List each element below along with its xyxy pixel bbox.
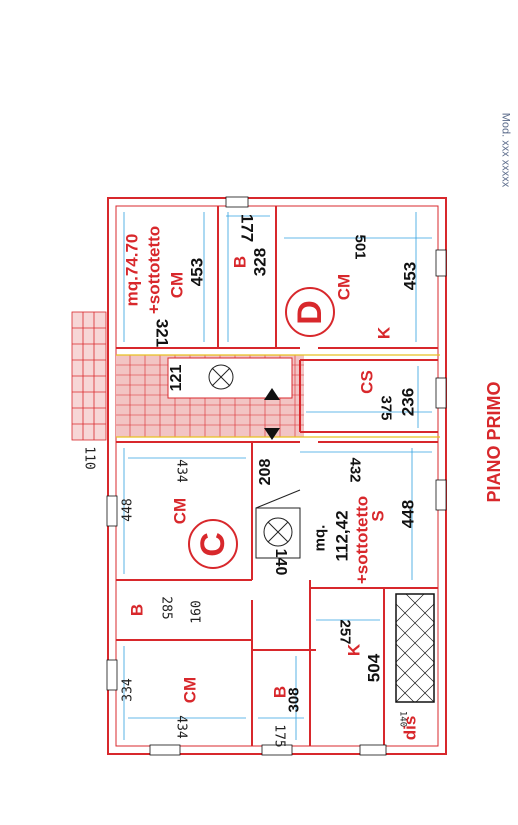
room-c-cm1: CM [170, 497, 190, 525]
dim-175: 175 [271, 724, 287, 748]
dim-434-top: 434 [173, 459, 189, 483]
dim-177: 177 [237, 213, 257, 243]
room-c-cm2: CM [180, 676, 200, 704]
room-b-label: B [230, 255, 250, 269]
dim-160: 160 [189, 600, 205, 624]
room-d-cm2: CM [334, 273, 354, 301]
edge-text: Mod. xxx xxxxx [499, 112, 512, 188]
room-cm-label: CM [167, 271, 187, 299]
room-c-b1: B [127, 603, 147, 617]
room-c-k: K [344, 643, 364, 657]
windows [106, 196, 447, 756]
dim-334: 334 [120, 678, 136, 702]
crosshatch-block [395, 593, 435, 703]
drawing-title: PIANO PRIMO [484, 381, 504, 503]
room-k-size: 453 [400, 261, 420, 291]
dim-375: 375 [377, 395, 395, 421]
room-c-k-size: 504 [364, 653, 384, 683]
dim-434-bottom: 434 [173, 715, 189, 739]
unit-d-attic: +sottotetto [144, 225, 164, 315]
room-c-s-size: 448 [398, 499, 418, 529]
dim-321: 321 [152, 318, 172, 348]
stair-arrows [264, 388, 280, 440]
dim-110: 110 [81, 446, 97, 470]
dim-208: 208 [257, 458, 274, 486]
room-k-label: K [374, 326, 394, 340]
room-cm-size: 453 [187, 257, 207, 287]
dim-285: 285 [158, 596, 174, 620]
stair-dim: 121 [168, 364, 185, 392]
unit-d-area: mq.74.70 [122, 233, 142, 307]
terrace-hatch [71, 311, 107, 441]
room-b-size: 328 [250, 247, 270, 277]
unit-c-badge: C [188, 519, 238, 569]
room-cs-size: 236 [398, 387, 418, 417]
unit-c-attic: +sottotetto [352, 495, 372, 585]
dim-501: 501 [351, 234, 369, 260]
room-dis: dis [400, 715, 420, 741]
unit-d-badge: D [285, 287, 335, 337]
room-c-b2-size: 308 [285, 687, 303, 713]
vent-shafts [208, 364, 301, 559]
room-cs-label: CS [357, 370, 377, 394]
dimension-lines [123, 212, 432, 740]
unit-c-area-value: 112,42 [332, 510, 352, 562]
dim-257: 257 [336, 619, 354, 645]
unit-c-area: mq. [311, 524, 329, 552]
dim-140: 140 [272, 548, 289, 576]
room-c-s: S [368, 510, 388, 522]
dim-432: 432 [346, 457, 364, 483]
interior-walls [116, 206, 438, 746]
dim-448-left: 448 [120, 498, 136, 522]
